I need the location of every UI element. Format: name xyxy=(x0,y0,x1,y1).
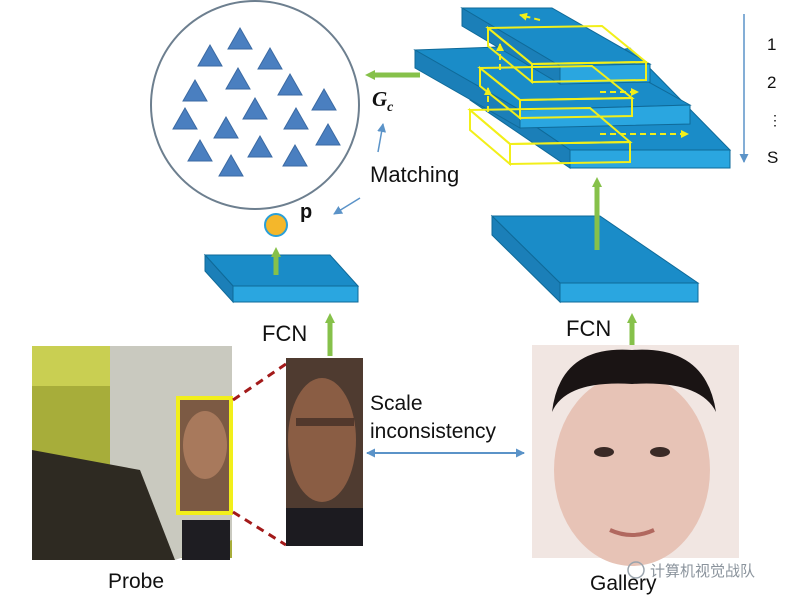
scale-label-ellipsis: ⋮ xyxy=(768,112,782,128)
triangle-marker xyxy=(218,153,244,177)
wechat-icon xyxy=(627,561,645,579)
triangle-marker xyxy=(257,46,283,70)
gallery-feature-triangles xyxy=(172,26,341,177)
gallery-set-label: Gc xyxy=(372,87,394,115)
triangle-marker xyxy=(227,26,253,50)
triangle-marker xyxy=(187,138,213,162)
fcn-label-left: FCN xyxy=(262,321,307,346)
watermark: 计算机视觉战队 xyxy=(627,561,755,580)
window-box-scale-1 xyxy=(485,24,649,85)
probe-photo xyxy=(32,346,232,560)
sliding-window-boxes xyxy=(467,24,649,167)
triangle-marker xyxy=(197,43,223,67)
probe-point-label: p xyxy=(300,201,312,223)
triangle-marker xyxy=(213,115,239,139)
triangle-marker xyxy=(283,106,309,130)
watermark-text: 计算机视觉战队 xyxy=(650,562,755,580)
triangle-marker xyxy=(242,96,268,120)
triangle-marker xyxy=(315,122,341,146)
triangle-marker xyxy=(182,78,208,102)
slide-direction-arrows xyxy=(484,12,689,138)
scale-label-2: 2 xyxy=(767,73,776,92)
probe-point-marker xyxy=(264,213,288,237)
window-box-scale-s xyxy=(467,106,633,167)
probe-label: Probe xyxy=(108,570,164,593)
scale-label-1: 1 xyxy=(767,35,776,54)
crop-line-top xyxy=(232,362,287,402)
scale-axis: 1 2 ⋮ S xyxy=(739,14,782,167)
window-box-scale-2 xyxy=(477,64,635,121)
triangle-marker xyxy=(247,134,273,158)
crop-line-bottom xyxy=(232,510,287,547)
probe-face-box xyxy=(176,396,233,515)
matching-to-probe-arrow xyxy=(333,197,361,215)
triangle-marker xyxy=(172,106,198,130)
matching-to-gallery-arrow xyxy=(377,123,387,153)
multiscale-feature-stack xyxy=(413,7,732,169)
scale-inconsistency-line1: Scale xyxy=(370,392,423,415)
gallery-label: Gallery xyxy=(590,572,657,595)
matching-label: Matching xyxy=(370,162,459,187)
scale-label-s: S xyxy=(767,148,778,167)
triangle-marker xyxy=(311,87,337,111)
probe-fcn-feature-block xyxy=(203,253,360,304)
gallery-photo xyxy=(532,345,739,566)
triangle-marker xyxy=(282,143,308,167)
triangle-marker xyxy=(277,72,303,96)
triangle-marker xyxy=(225,66,251,90)
scale-inconsistency-line2: inconsistency xyxy=(370,420,497,443)
probe-face-crop xyxy=(286,358,363,546)
fcn-label-right: FCN xyxy=(566,316,611,341)
